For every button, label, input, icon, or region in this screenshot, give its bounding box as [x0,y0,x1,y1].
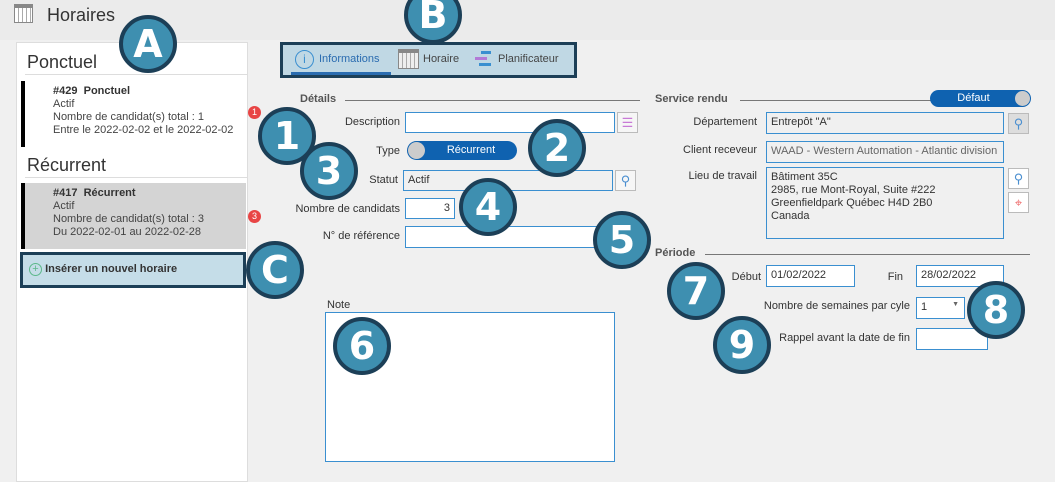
periode-header: Période [655,247,696,259]
plus-circle-icon: + [29,263,42,276]
client-input[interactable]: WAAD - Western Automation - Atlantic div… [766,141,1004,163]
address-line: 2985, rue Mont-Royal, Suite #222 [771,184,936,196]
candidats-input[interactable]: 3 [405,198,455,219]
calendar-icon [14,4,33,23]
search-icon[interactable]: ⚲ [615,170,636,191]
gantt-icon [473,49,493,69]
tab-label: Horaire [423,53,460,65]
count-badge: 3 [248,210,261,223]
item-count: Nombre de candidat(s) total : 1 [53,111,205,123]
callout-9: 9 [713,316,771,374]
tab-bar: i Informations Horaire Planificateur [280,42,577,78]
debut-label: Début [731,271,761,283]
callout-2: 2 [528,119,586,177]
callout-b: B [404,0,462,44]
item-name: Récurrent [83,187,136,199]
item-dates: Du 2022-02-01 au 2022-02-28 [53,226,202,238]
insert-label: Insérer un nouvel horaire [45,263,178,275]
address-line: Bâtiment 35C [771,171,838,183]
list-item[interactable]: #429 Ponctuel Actif Nombre de candidat(s… [21,81,261,147]
title-bar [0,0,1055,40]
search-icon[interactable]: ⚲ [1008,113,1029,134]
callout-4: 4 [459,178,517,236]
semaines-select[interactable]: 1▼ [916,297,965,319]
item-dates: Entre le 2022-02-02 et le 2022-02-02 [53,124,234,136]
chevron-down-icon: ▼ [952,301,959,308]
count-badge: 1 [248,106,261,119]
fin-label: Fin [887,271,903,283]
type-toggle[interactable]: Récurrent [407,141,517,160]
toggle-label: Défaut [957,92,990,104]
type-value: Récurrent [446,144,496,156]
departement-label: Département [693,116,757,128]
insert-schedule-button[interactable]: + Insérer un nouvel horaire [20,252,246,288]
callout-c: C [246,241,304,299]
default-toggle[interactable]: Défaut [930,90,1031,107]
callout-1: 1 [258,107,316,165]
debut-input[interactable]: 01/02/2022 [766,265,855,287]
address-line: Canada [771,210,810,222]
details-header: Détails [300,93,337,105]
tab-label: Planificateur [498,53,559,65]
callout-3: 3 [300,142,358,200]
fin-input[interactable]: 28/02/2022 [916,265,1004,287]
item-status: Actif [53,98,75,110]
callout-7: 7 [667,262,725,320]
tab-informations[interactable]: i Informations [291,47,391,75]
map-pin-icon[interactable]: ⌖ [1008,192,1029,213]
item-status: Actif [53,200,75,212]
service-header: Service rendu [655,93,728,105]
lieu-label: Lieu de travail [688,170,758,182]
reference-input[interactable] [405,226,615,248]
address-line: Greenfieldpark Québec H4D 2B0 [771,197,933,209]
list-item[interactable]: #417 Récurrent Actif Nombre de candidat(… [21,183,261,249]
tab-label: Informations [319,53,380,65]
callout-6: 6 [333,317,391,375]
client-label: Client receveur [683,144,757,156]
info-icon: i [295,50,314,69]
page-title: Horaires [47,5,116,25]
type-label: Type [376,145,400,157]
section-title: Ponctuel [27,52,98,72]
comment-icon[interactable]: ☰ [617,112,638,133]
item-id: #429 [53,85,78,97]
toggle-knob [1015,91,1030,106]
semaines-label: Nombre de semaines par cyle [763,300,910,312]
callout-5: 5 [593,211,651,269]
statut-label: Statut [369,174,398,186]
item-count: Nombre de candidat(s) total : 3 [53,213,205,225]
rappel-input[interactable] [916,328,988,350]
reference-label: N° de référence [322,230,400,242]
departement-input[interactable]: Entrepôt "A" [766,112,1004,134]
toggle-knob [408,142,425,159]
section-title: Récurrent [27,155,107,175]
lieu-textarea[interactable]: Bâtiment 35C 2985, rue Mont-Royal, Suite… [766,167,1004,239]
description-input[interactable] [405,112,615,133]
note-label: Note [327,299,351,311]
callout-a: A [119,15,177,73]
semaines-value: 1 [921,301,928,313]
rappel-label: Rappel avant la date de fin [779,332,910,344]
item-name: Ponctuel [83,85,131,97]
search-icon[interactable]: ⚲ [1008,168,1029,189]
callout-8: 8 [967,281,1025,339]
candidats-label: Nombre de candidats [295,203,400,215]
calendar-icon [398,49,419,69]
description-label: Description [344,116,400,128]
item-id: #417 [53,187,78,199]
